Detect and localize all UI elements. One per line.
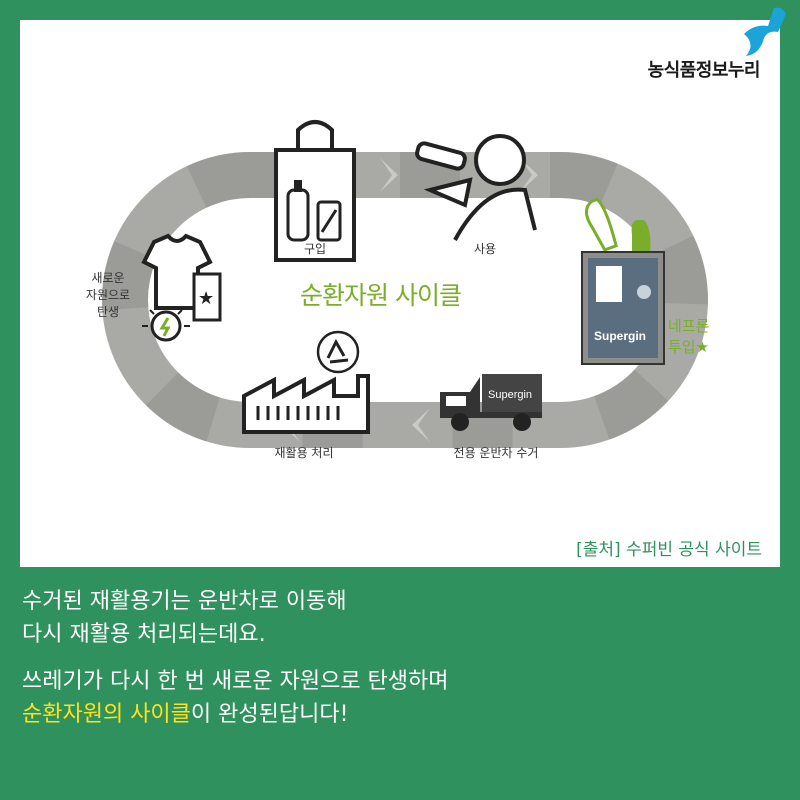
caption-line-3: 쓰레기가 다시 한 번 새로운 자원으로 탄생하며: [22, 669, 449, 694]
caption-line-4-rest: 이 완성된답니다!: [190, 702, 349, 727]
truck-brand-text: Supergin: [488, 389, 532, 401]
caption-line-1: 수거된 재활용기는 운반차로 이동해: [22, 589, 347, 614]
shopping-bag-icon: [274, 120, 356, 262]
source-credit: [출처] 수퍼빈 공식 사이트: [576, 540, 762, 560]
step-label-recycling: 재활용 처리: [274, 446, 334, 460]
person-drinking-icon: [415, 134, 537, 241]
cycle-title: 순환자원 사이클: [300, 281, 462, 310]
step-label-nephron: 네프론 투입★: [668, 316, 709, 358]
lightbulb-icon: [142, 309, 190, 342]
caption-text: 수거된 재활용기는 운반차로 이동해 다시 재활용 처리되는데요. 쓰레기가 다…: [22, 585, 449, 731]
caption-highlight: 순환자원의 사이클: [22, 702, 191, 727]
step-label-purchase: 구입: [303, 242, 327, 256]
brand-name: 농식품정보누리: [647, 60, 761, 81]
caption-line-4: 순환자원의 사이클이 완성된답니다!: [22, 698, 449, 731]
recycle-cycle-diagram: Supergin Supergin ★: [102, 120, 708, 448]
recycle-icon: [316, 330, 360, 374]
step-label-reborn-1: 새로운: [91, 271, 125, 285]
brand-logo-icon: [734, 4, 794, 62]
step-label-nephron-2: 투입★: [668, 338, 710, 356]
machine-brand-text: Supergin: [594, 329, 646, 343]
step-label-reborn-2: 자원으로: [85, 288, 131, 302]
step-label-nephron-1: 네프론: [668, 317, 710, 335]
truck-icon: Supergin: [440, 374, 542, 431]
nephron-machine-icon: Supergin: [581, 197, 665, 365]
step-label-reborn: 새로운 자원으로 탄생: [78, 270, 138, 321]
can-icon: ★: [192, 272, 222, 322]
caption-line-2: 다시 재활용 처리되는데요.: [22, 622, 266, 647]
factory-icon: [242, 374, 370, 434]
step-label-transport: 전용 운반차 수거: [453, 446, 539, 460]
svg-text:★: ★: [198, 288, 214, 309]
step-label-use: 사용: [473, 242, 497, 256]
step-label-reborn-3: 탄생: [96, 305, 120, 319]
